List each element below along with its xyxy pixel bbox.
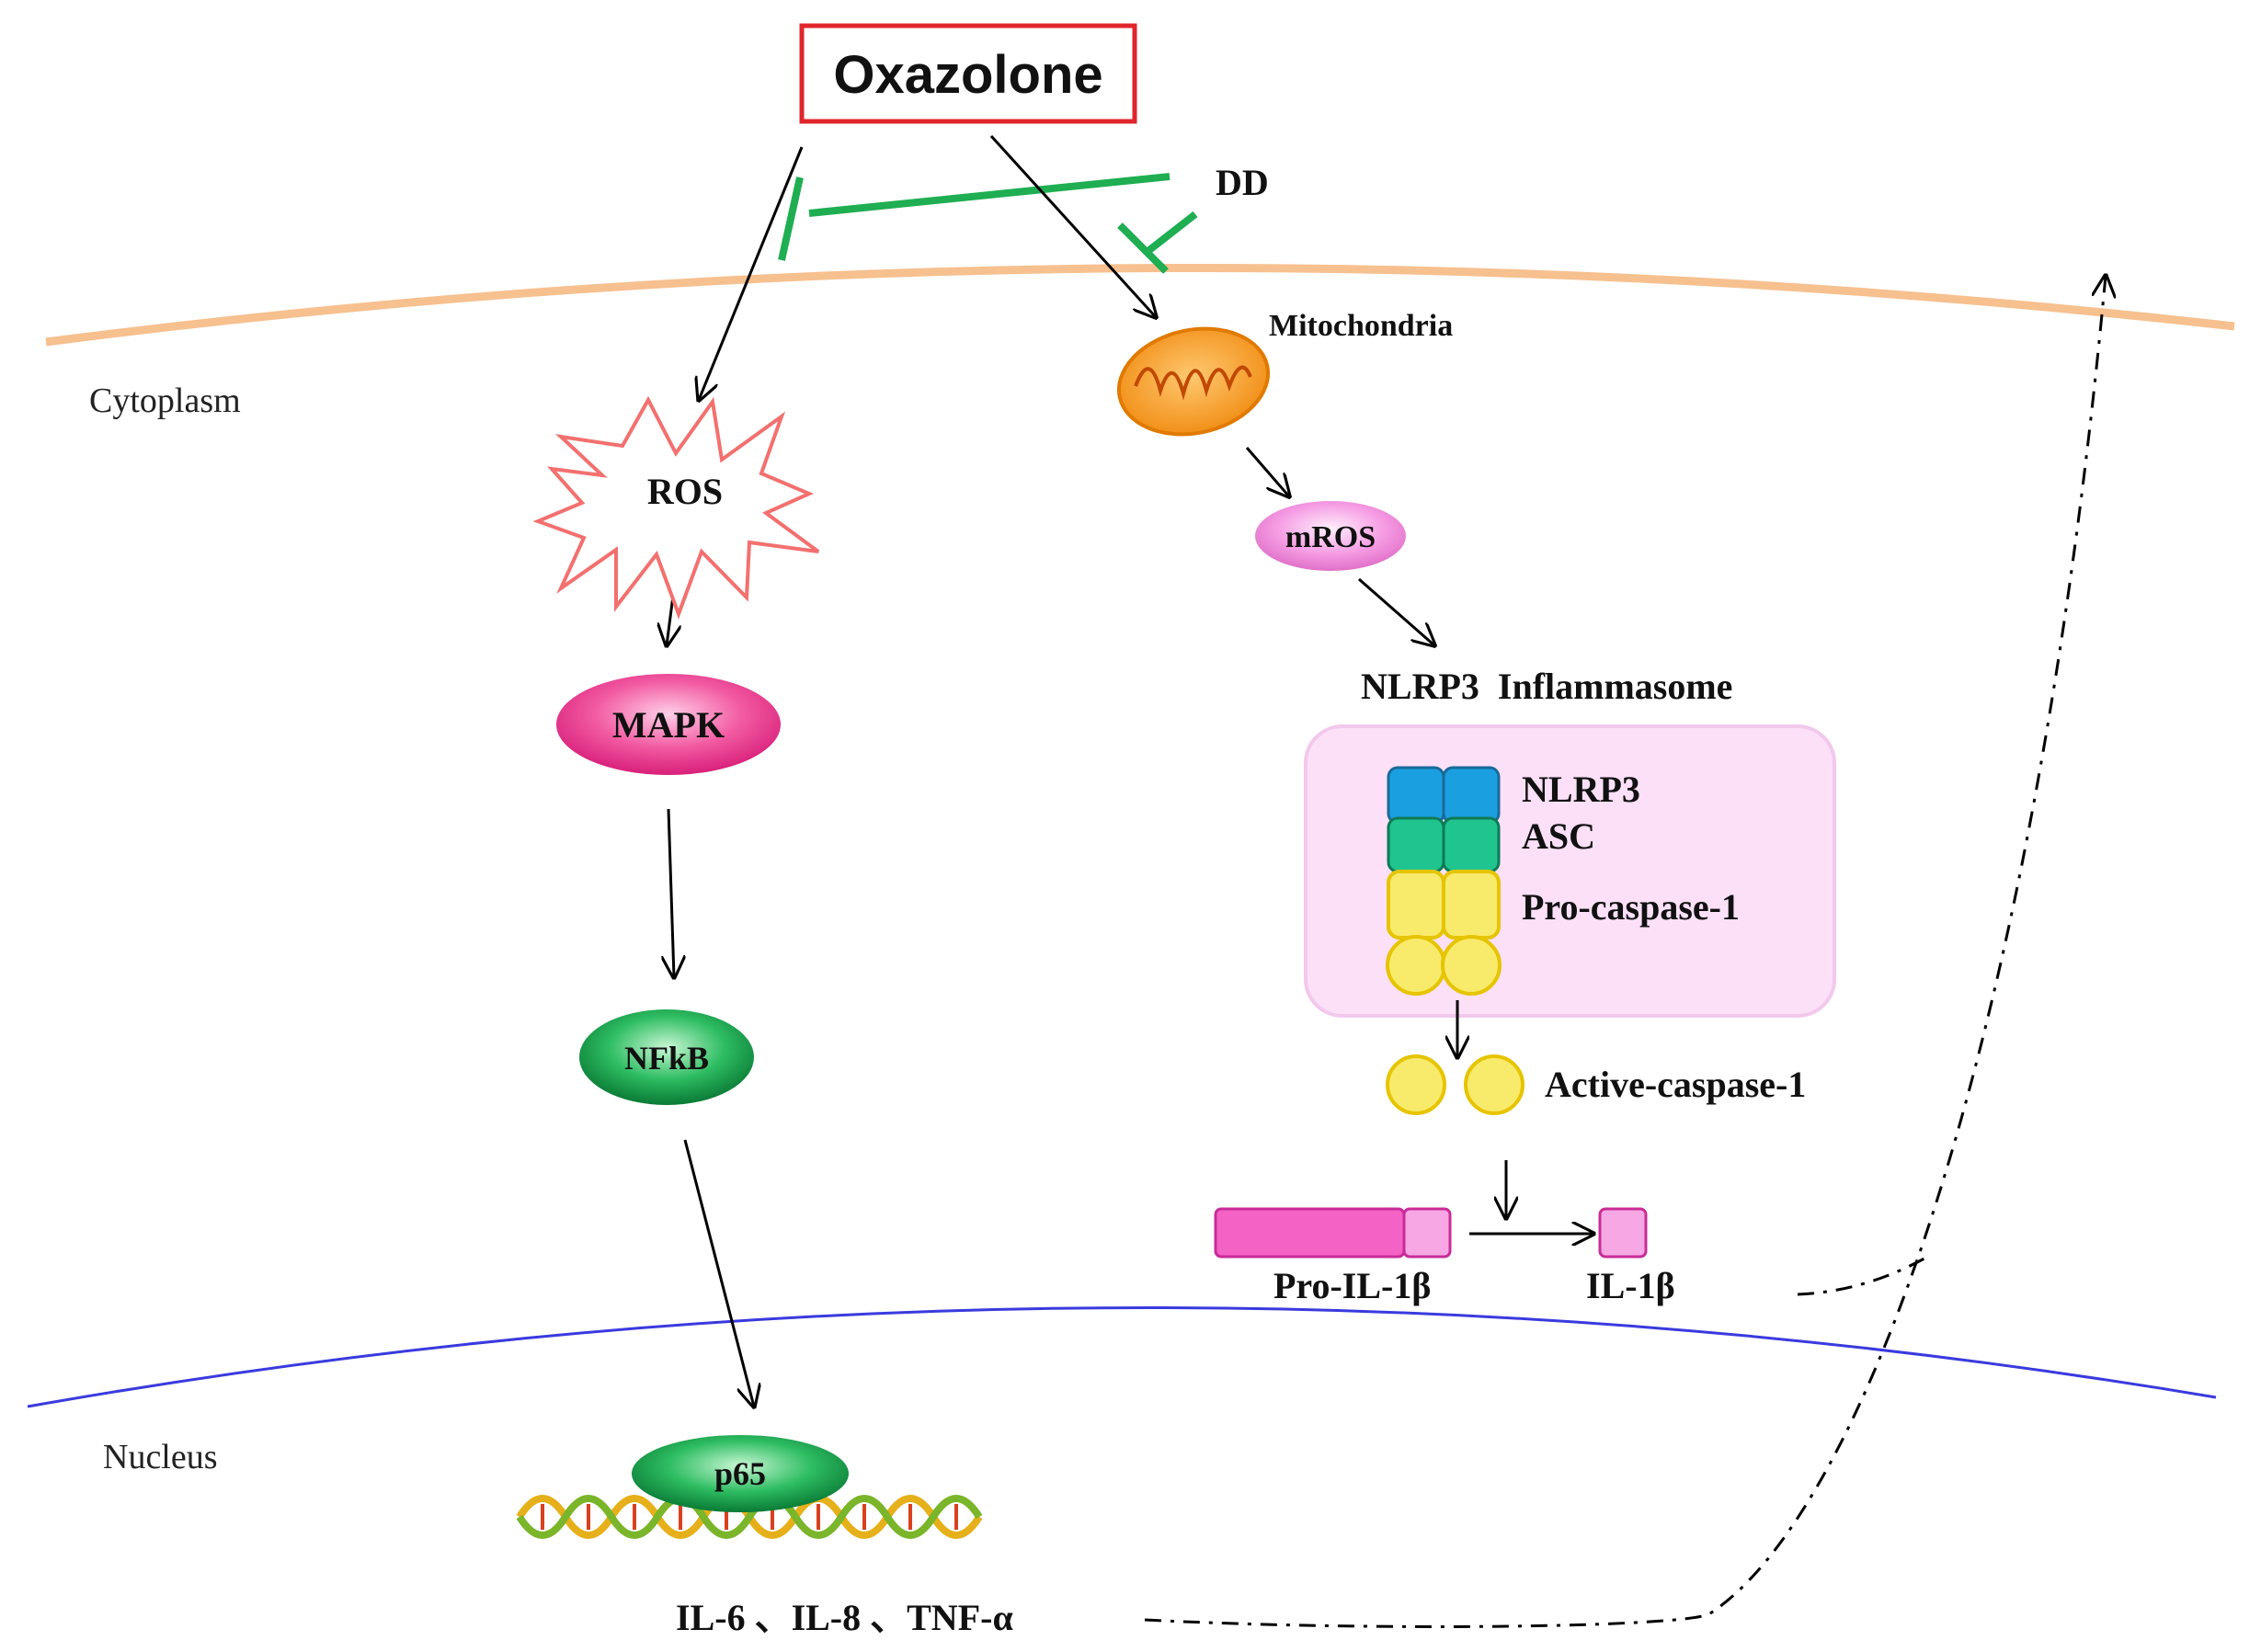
nfkb-label: NFkB: [624, 1040, 709, 1077]
mitochondria-label: Mitochondria: [1269, 309, 1453, 343]
nuclear-membrane: [27, 1305, 2217, 1408]
mros-label: mROS: [1285, 520, 1376, 554]
active-caspase-label: Active-caspase-1: [1545, 1064, 1806, 1105]
nfkb-node: [579, 1009, 754, 1105]
mitochondria-icon: [1116, 326, 1271, 437]
inhibition-right: [1117, 211, 1198, 274]
oxazolone-label: Oxazolone: [833, 45, 1102, 105]
mros-node: [1255, 501, 1406, 571]
asc-label: ASC: [1522, 815, 1595, 857]
arrow-mapk-nfkb: [668, 808, 674, 977]
pro-caspase-label: Pro-caspase-1: [1522, 886, 1740, 928]
il1b-label: IL-1β: [1586, 1265, 1675, 1306]
ros-burst: [532, 395, 820, 620]
dd-label: DD: [1216, 162, 1269, 203]
secretion-path-cytokines: [1144, 276, 2106, 1628]
arrow-nfkb-p65: [683, 1139, 754, 1407]
p65-label: p65: [714, 1455, 766, 1492]
arrow-mito-mros: [1245, 447, 1289, 496]
dna-helix: [516, 1495, 983, 1539]
cell-membrane: [45, 263, 2235, 347]
cytoplasm-label: Cytoplasm: [89, 382, 241, 420]
cytokines-label: IL-6 、IL-8 、TNF-α: [676, 1597, 1013, 1638]
pro-il1b-label: Pro-IL-1β: [1273, 1265, 1431, 1306]
arrow-oxazolone-mito: [989, 134, 1156, 317]
nlrp3-label: NLRP3: [1522, 769, 1640, 810]
arrow-mros-inflammasome: [1358, 577, 1434, 645]
mapk-node: [556, 674, 781, 775]
ros-label: ROS: [647, 471, 723, 512]
active-caspase-circles: [1386, 1054, 1524, 1115]
asc-blocks: [1387, 816, 1501, 873]
nucleus-label: Nucleus: [103, 1438, 218, 1476]
arrow-oxazolone-ros: [699, 146, 804, 400]
p65-node: [632, 1435, 849, 1512]
pro-caspase-blocks: [1386, 870, 1502, 996]
inflammasome-title: NLRP3 Inflammasome: [1361, 666, 1732, 707]
pro-il1b-shape: [1214, 1207, 1452, 1259]
secretion-path-il1b: [1797, 1253, 1932, 1296]
inhibition-left: [778, 173, 1170, 261]
il1b-shape: [1598, 1207, 1648, 1259]
nlrp3-blocks: [1387, 766, 1501, 825]
mapk-label: MAPK: [612, 704, 725, 746]
oxazolone-box: [799, 23, 1137, 124]
